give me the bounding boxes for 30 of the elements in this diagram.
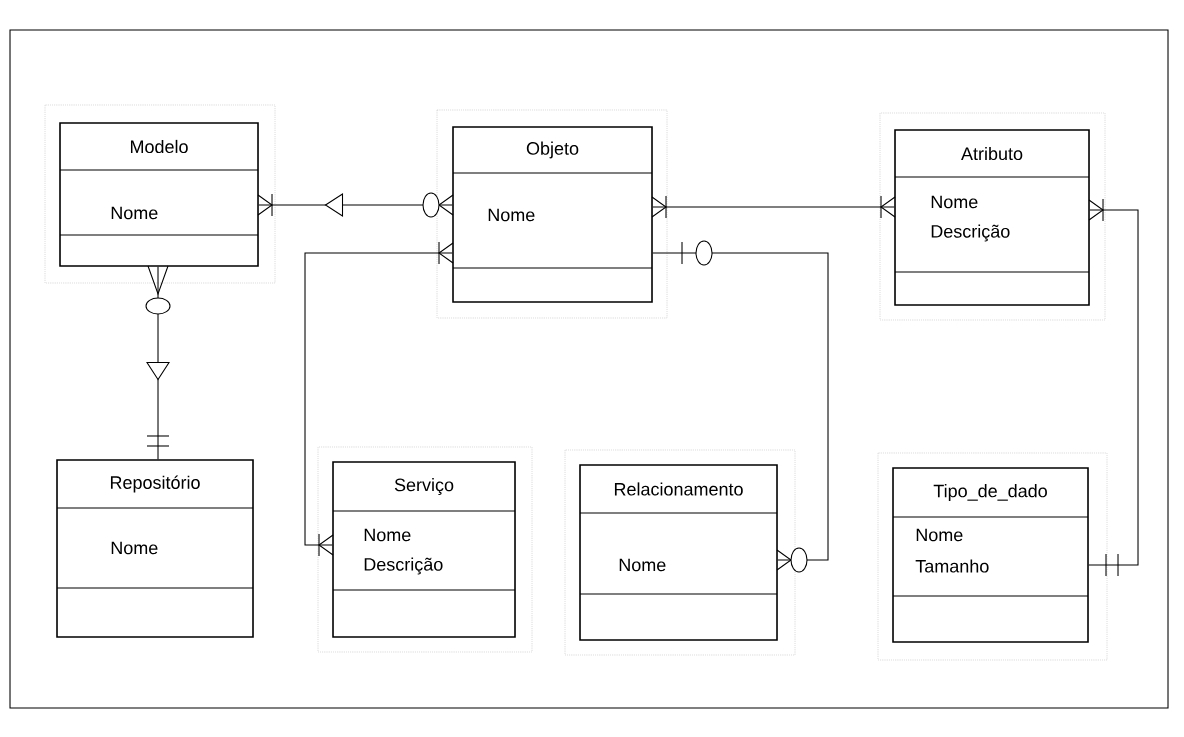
attribute-text: Tamanho bbox=[915, 559, 989, 573]
entity-box bbox=[436, 109, 668, 319]
attribute-text: Nome bbox=[916, 528, 963, 542]
entity-box bbox=[879, 112, 1106, 321]
entity-name: Modelo bbox=[131, 139, 188, 154]
entity-box bbox=[877, 452, 1108, 661]
entity-box bbox=[317, 446, 533, 653]
entity-name: Tipo_de_dado bbox=[933, 484, 1047, 501]
attribute-text: Descrição bbox=[364, 557, 443, 575]
attribute-text: Nome bbox=[488, 208, 535, 222]
entity-box bbox=[564, 449, 796, 656]
attribute-text: Nome bbox=[111, 541, 158, 555]
attribute-text: Descrição bbox=[931, 224, 1010, 242]
attribute-text: Nome bbox=[931, 195, 978, 209]
entity-box bbox=[56, 459, 254, 638]
entity-name: Repositório bbox=[110, 475, 200, 493]
entity-name: Serviço bbox=[394, 478, 454, 495]
relationship-line bbox=[257, 192, 454, 218]
relationship-line bbox=[1088, 198, 1139, 577]
relationship-line bbox=[145, 265, 171, 460]
relationship-line bbox=[304, 241, 454, 557]
entity-name: Objeto bbox=[526, 141, 579, 159]
attribute-text: Nome bbox=[111, 206, 158, 220]
entity-name: Relacionamento bbox=[614, 482, 743, 496]
entity-box bbox=[44, 104, 276, 284]
attribute-text: Nome bbox=[364, 528, 411, 542]
entity-name: Atributo bbox=[961, 146, 1023, 161]
attribute-text: Nome bbox=[619, 558, 666, 572]
relationship-line bbox=[651, 195, 896, 219]
relationship-line bbox=[652, 240, 829, 573]
